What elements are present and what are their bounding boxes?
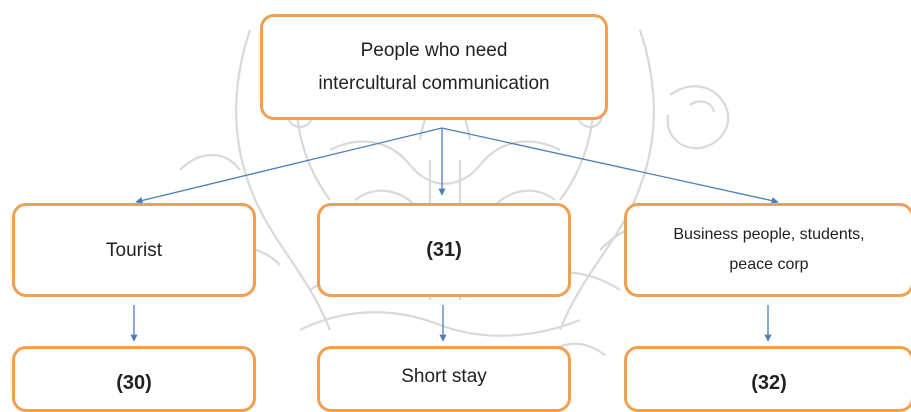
short-stay-node-label: Short stay xyxy=(401,366,487,387)
business-node-line2: peace corp xyxy=(729,256,809,273)
business-node-line1: Business people, students, xyxy=(673,226,865,243)
node-32: (32) xyxy=(624,346,911,412)
tourist-node-label: Tourist xyxy=(106,239,162,261)
business-node: Business people, students, peace corp xyxy=(624,203,911,297)
node-30: (30) xyxy=(12,346,256,412)
node-31-label: (31) xyxy=(426,238,462,261)
root-node-line1: People who need xyxy=(360,40,508,61)
arrow-root-to-business xyxy=(441,127,779,205)
node-30-label: (30) xyxy=(116,372,152,394)
root-node: People who need intercultural communicat… xyxy=(260,14,608,120)
tourist-node: Tourist xyxy=(12,203,256,297)
short-stay-node: Short stay xyxy=(317,346,571,412)
arrow-root-to-tourist xyxy=(135,127,443,204)
node-31: (31) xyxy=(317,203,571,297)
node-32-label: (32) xyxy=(751,372,787,394)
root-node-line2: intercultural communication xyxy=(318,73,550,94)
connector-arrows xyxy=(130,127,779,342)
